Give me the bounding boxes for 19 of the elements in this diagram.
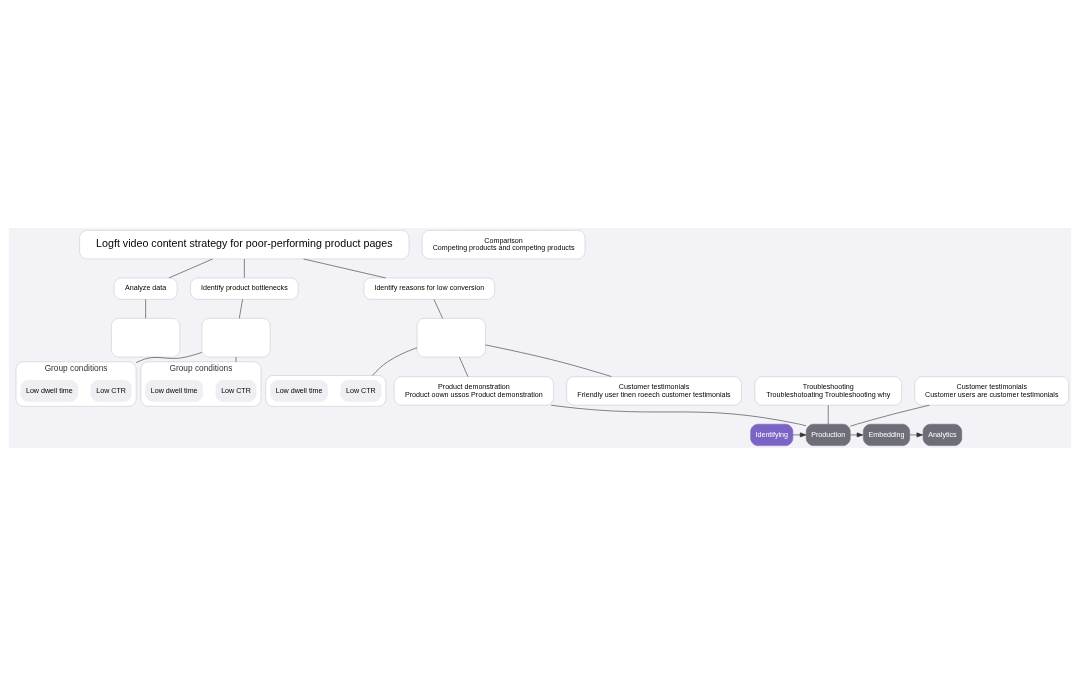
connector: [168, 258, 213, 278]
connector: [850, 404, 930, 427]
arrow: [909, 432, 924, 437]
connector: [485, 344, 612, 377]
node-box: [416, 317, 486, 357]
arrow: [792, 432, 807, 437]
node-box: [111, 317, 181, 357]
connector: [135, 351, 202, 363]
node-box: Logft video content strategy for poor-performing product pages: [79, 229, 410, 259]
node-box: [201, 317, 271, 357]
connector: [550, 404, 807, 426]
connector: [303, 258, 386, 278]
arrow: [850, 432, 864, 437]
connector: [372, 346, 418, 376]
connector: [459, 356, 469, 377]
cluster: [265, 374, 387, 407]
connector: [239, 298, 243, 319]
connector: [433, 298, 443, 319]
connector: [827, 404, 829, 424]
